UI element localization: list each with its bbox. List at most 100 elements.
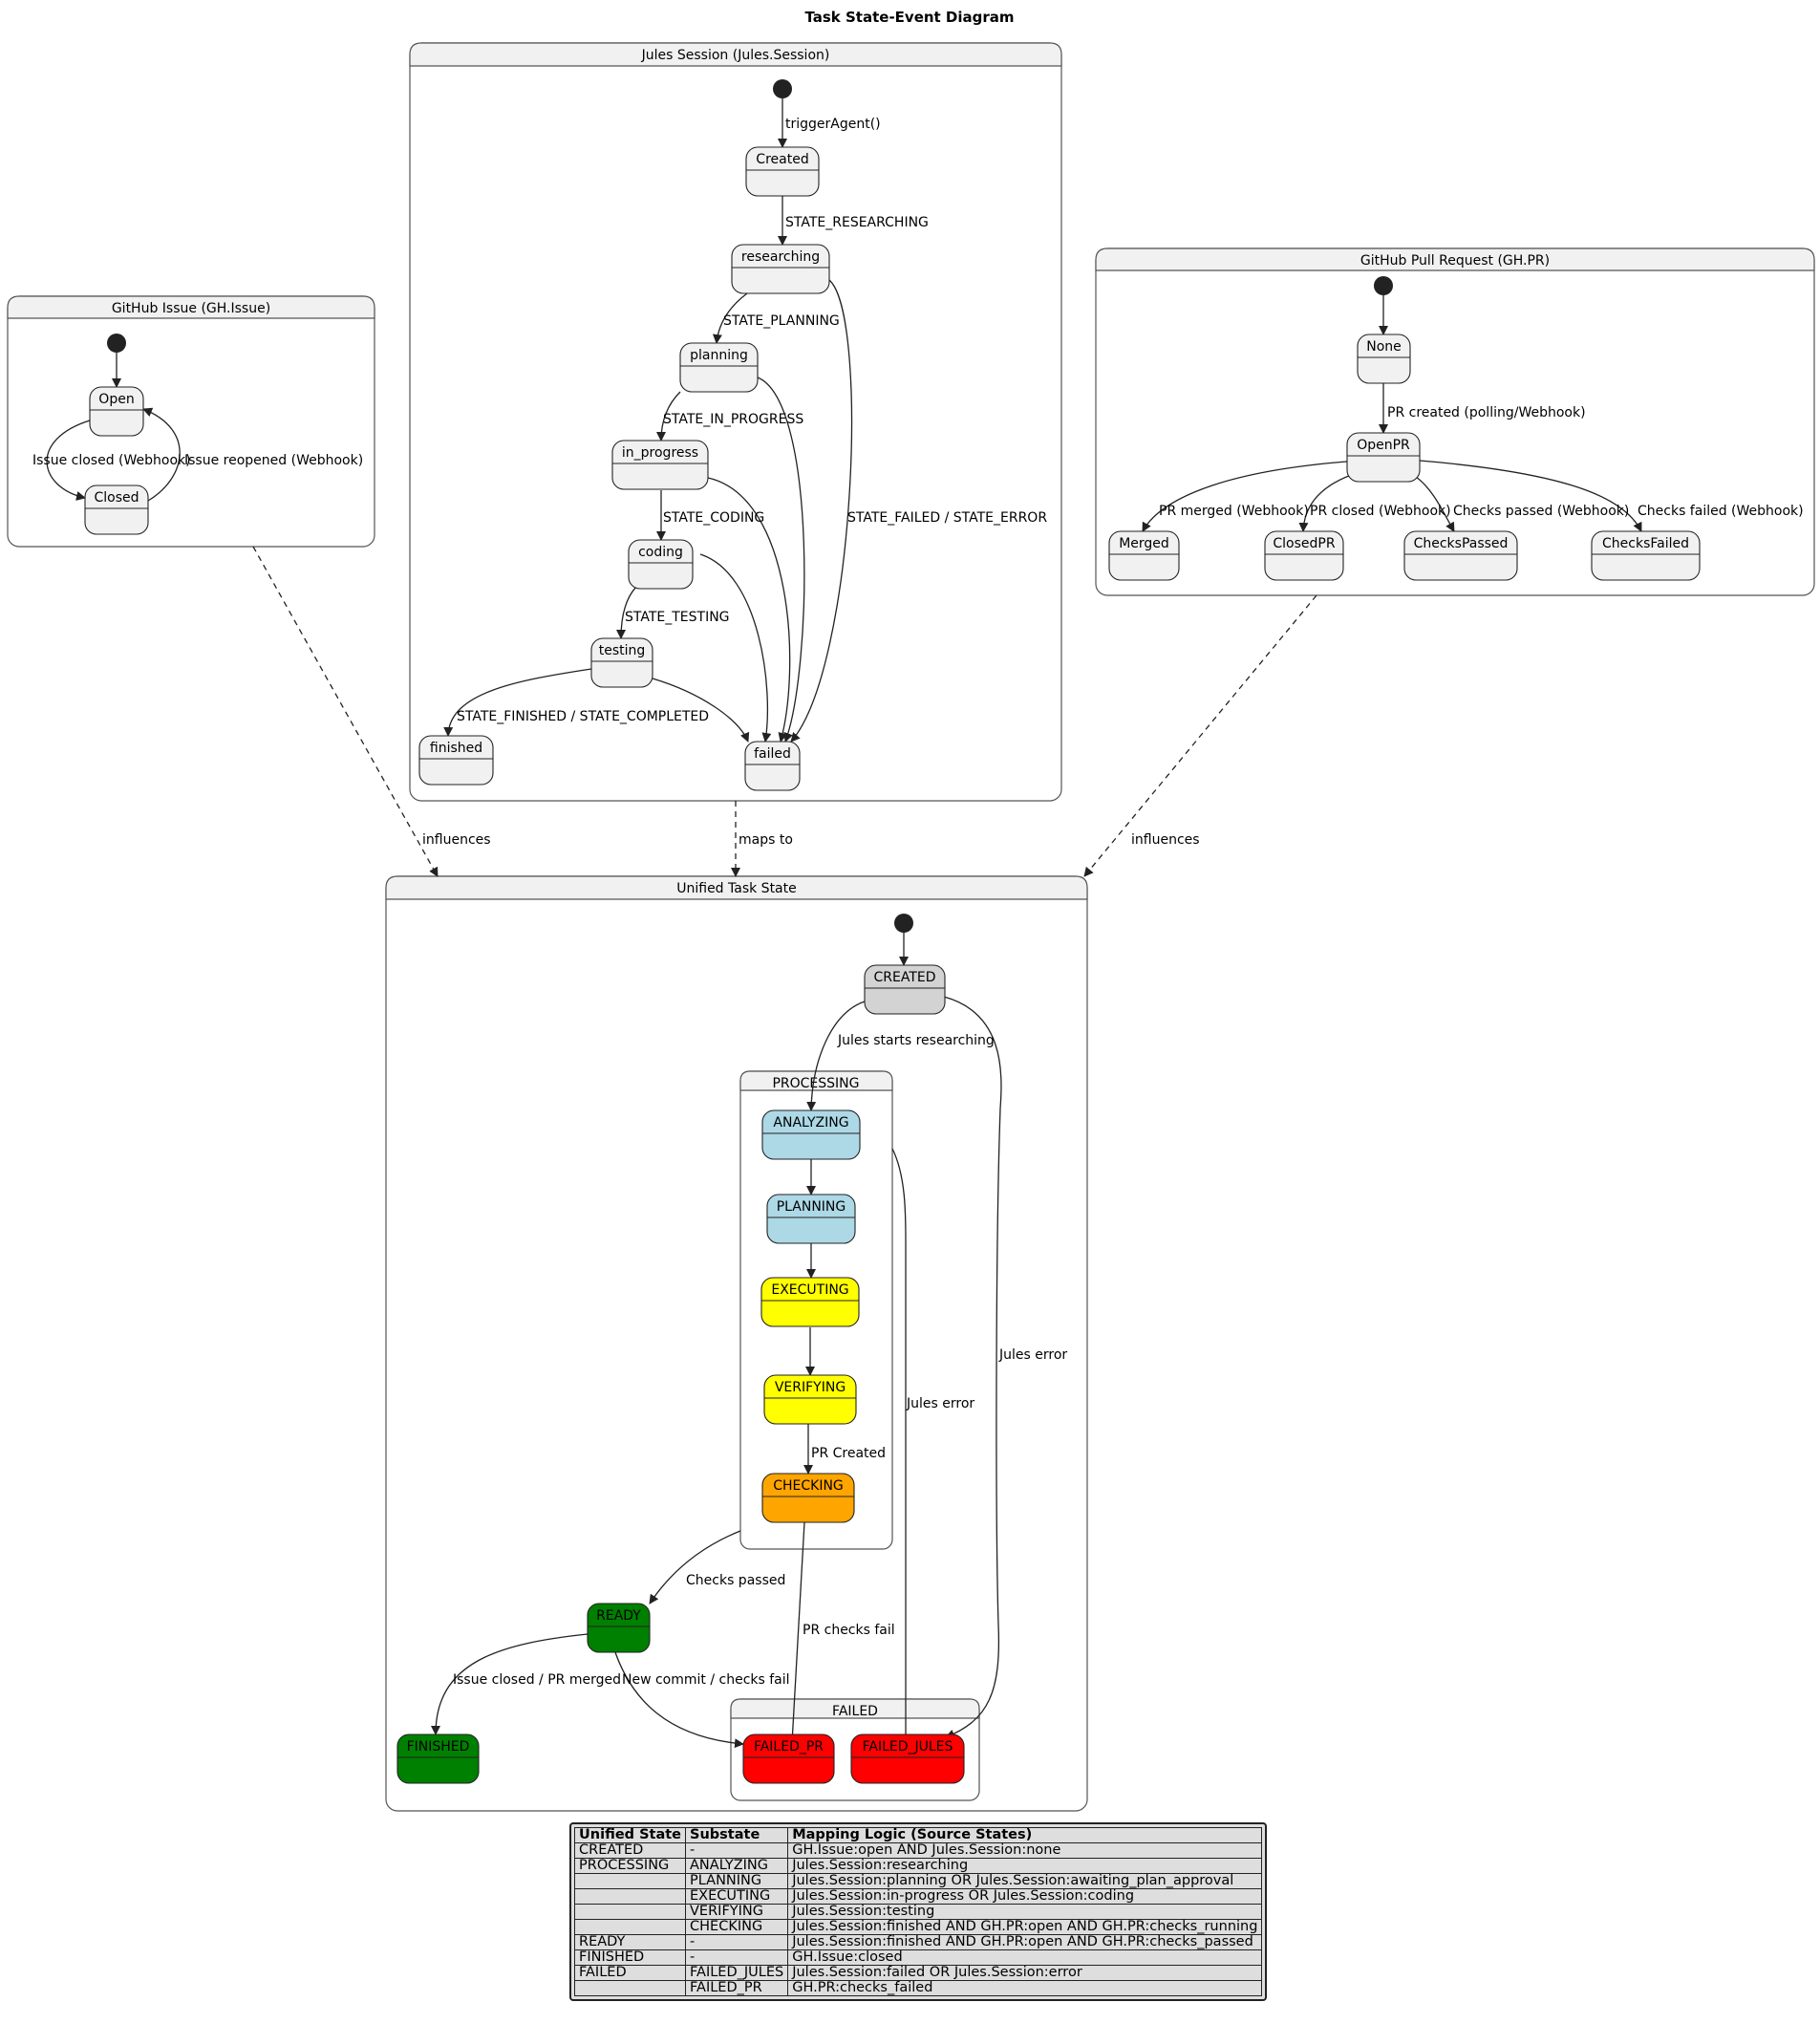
state-label: ANALYZING (773, 1115, 848, 1130)
table-cell: PLANNING (685, 1873, 789, 1889)
label-pr-checks-fail: PR checks fail (803, 1623, 895, 1638)
edge-pr-merged (1142, 461, 1348, 532)
state-label: researching (741, 249, 820, 265)
edge-jules-error-processing (891, 1148, 910, 1744)
cluster-unified: Unified Task State (385, 875, 1088, 1812)
table-cell: CHECKING (685, 1919, 789, 1935)
state-closed: Closed (84, 484, 149, 535)
cluster-title-unified: Unified Task State (676, 881, 797, 896)
initial-point-pr (1374, 276, 1393, 295)
state-finished: finished (418, 735, 494, 786)
edge-state-failed (790, 279, 853, 743)
initial-point-unified (894, 914, 913, 933)
table-cell (573, 1919, 687, 1935)
state-label: Merged (1119, 536, 1169, 551)
table-row: FINISHED-GH.Issue:closed (573, 1949, 1263, 1966)
label-issue-closed: Issue closed (Webhook) (32, 453, 191, 468)
state-planning: planning (679, 342, 759, 393)
edge-state-planning (712, 292, 748, 344)
table-cell: GH.PR:checks_failed (787, 1980, 1263, 1996)
edge-checks-passed-wh (1415, 476, 1455, 532)
state-label: CHECKING (773, 1478, 844, 1494)
edge-new-commit (612, 1646, 744, 1749)
legend-header-cell: Unified State (573, 1827, 687, 1843)
state-checksfailed: ChecksFailed (1591, 530, 1701, 581)
state-label: PLANNING (777, 1199, 846, 1215)
state-verifying: VERIFYING (763, 1374, 857, 1425)
label-state-finished: STATE_FINISHED / STATE_COMPLETED (457, 709, 709, 724)
table-cell: FAILED (573, 1965, 687, 1981)
state-label: coding (638, 545, 683, 560)
initial-point-jules (773, 79, 792, 98)
table-cell: Jules.Session:failed OR Jules.Session:er… (787, 1965, 1263, 1981)
edge-jules-error-created (943, 996, 1002, 1739)
state-label: failed (754, 746, 791, 762)
table-cell: - (685, 1934, 789, 1950)
label-new-commit: New commit / checks fail (622, 1672, 790, 1688)
state-label: finished (430, 741, 482, 756)
edge-checks-passed-u (649, 1530, 741, 1604)
cluster-jules-session: Jules Session (Jules.Session) (409, 42, 1062, 802)
state-label: None (1366, 339, 1402, 355)
label-pr-created: PR created (polling/Webhook) (1387, 405, 1586, 420)
state-open: Open (89, 386, 144, 437)
table-cell: Jules.Session:finished AND GH.PR:open AN… (787, 1934, 1263, 1950)
label-state-testing: STATE_TESTING (625, 610, 730, 625)
label-jules-error-1: Jules error (998, 1347, 1067, 1363)
state-label: OpenPR (1357, 438, 1410, 453)
label-checks-failed-wh: Checks failed (Webhook) (1638, 504, 1804, 519)
label-state-researching: STATE_RESEARCHING (785, 215, 929, 230)
label-issue-reopened: Issue reopened (Webhook) (184, 453, 363, 468)
legend-body: CREATED - GH.Issue:open AND Jules.Session:… (573, 1842, 1263, 1996)
cluster-title-failed: FAILED (832, 1704, 878, 1719)
edge-state-testing (616, 586, 637, 639)
state-u-finished: FINISHED (396, 1733, 480, 1784)
label-state-planning: STATE_PLANNING (723, 313, 840, 329)
cluster-gh-pr: GitHub Pull Request (GH.PR) (1095, 248, 1815, 596)
state-closedpr: ClosedPR (1264, 530, 1344, 581)
edge-issue-closed-pr-merged (431, 1633, 589, 1735)
legend-header-cell: Mapping Logic (Source States) (787, 1827, 1263, 1843)
edge-issue-closed (46, 420, 91, 501)
edges (46, 98, 1642, 1749)
table-cell: GH.Issue:open AND Jules.Session:none (787, 1842, 1263, 1859)
cluster-gh-issue: GitHub Issue (GH.Issue) (7, 295, 375, 548)
label-jules-error-2: Jules error (906, 1396, 974, 1411)
initial-points (107, 79, 1393, 933)
table-cell (573, 1873, 687, 1889)
label-checks-passed-wh: Checks passed (Webhook) (1453, 504, 1629, 519)
state-label: EXECUTING (771, 1282, 848, 1298)
state-merged: Merged (1108, 530, 1180, 581)
edge-checks-failed-wh (1419, 460, 1642, 532)
edge-jules-starts (806, 1001, 866, 1111)
table-cell: - (685, 1949, 789, 1966)
label-influences-pr: influences (1131, 832, 1200, 848)
edge-planning-failed (757, 377, 805, 743)
table-cell: Jules.Session:in-progress OR Jules.Sessi… (787, 1888, 1263, 1905)
state-checkspassed: ChecksPassed (1403, 530, 1518, 581)
table-cell: CREATED (573, 1842, 687, 1859)
table-cell: FAILED_PR (685, 1980, 789, 1996)
edge-influences-pr (1083, 594, 1317, 877)
state-checking: CHECKING (761, 1473, 855, 1523)
state-none: None (1357, 334, 1411, 384)
state-label: READY (596, 1608, 641, 1624)
state-in-progress: in_progress (611, 440, 709, 490)
edge-labels: Issue closed (Webhook) Issue reopened (W… (32, 117, 1804, 1688)
edge-pr-closed (1298, 472, 1358, 532)
state-label: FINISHED (407, 1739, 470, 1755)
label-checks-passed-u: Checks passed (686, 1573, 785, 1588)
table-cell: Jules.Session:researching (787, 1858, 1263, 1874)
label-state-coding: STATE_CODING (663, 510, 764, 526)
state-label: planning (690, 348, 748, 363)
edge-inprogress-failed (707, 477, 791, 743)
state-failed: failed (744, 741, 801, 791)
state-failed-jules: FAILED_JULES (850, 1733, 965, 1784)
edge-issue-reopened (142, 407, 181, 502)
state-created: Created (745, 146, 820, 197)
